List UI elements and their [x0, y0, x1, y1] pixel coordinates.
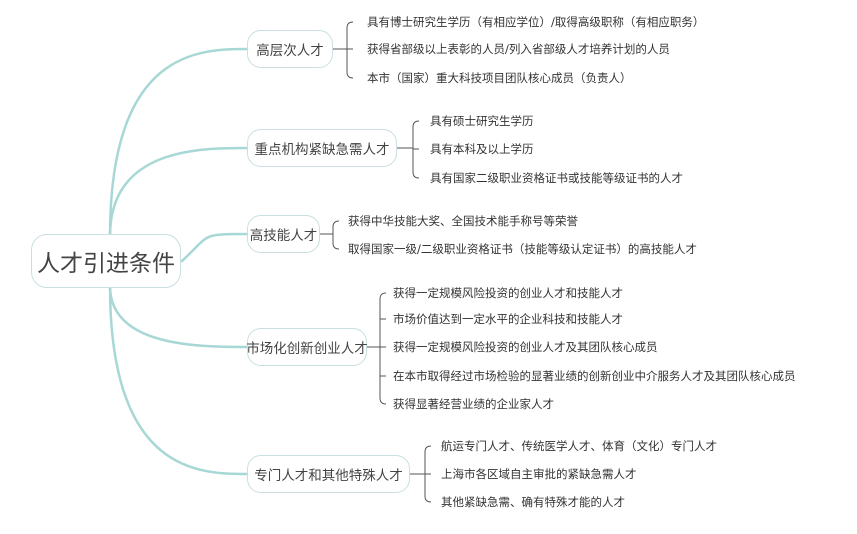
branch-node[interactable]: 高技能人才 — [247, 215, 320, 253]
leaf-item: 获得显著经营业绩的企业家人才 — [393, 397, 554, 411]
root-connector — [180, 232, 249, 263]
leaf-item: 其他紧缺急需、确有特殊才能的人才 — [441, 495, 625, 509]
leaf-item: 市场价值达到一定水平的企业科技和技能人才 — [393, 312, 623, 326]
leaf-item: 航运专门人才、传统医学人才、体育（文化）专门人才 — [441, 439, 717, 453]
leaf-item: 具有硕士研究生学历 — [430, 114, 534, 128]
root-node[interactable]: 人才引进条件 — [31, 234, 181, 288]
leaf-item: 具有本科及以上学历 — [430, 142, 534, 156]
brace — [379, 292, 387, 405]
leaf-item: 上海市各区域自主审批的紧缺急需人才 — [441, 467, 637, 481]
root-connector — [108, 285, 249, 349]
root-connector — [108, 285, 249, 476]
leaf-item: 具有博士研究生学历（有相应学位）/取得高级职称（有相应职务） — [367, 15, 705, 29]
root-connector — [108, 146, 249, 237]
branch-node[interactable]: 重点机构紧缺急需人才 — [247, 129, 397, 167]
leaf-item: 在本市取得经过市场检验的显著业绩的创新创业中介服务人才及其团队核心成员 — [393, 369, 796, 383]
branch-node[interactable]: 市场化创新创业人才 — [246, 328, 368, 366]
leaf-item: 获得省部级以上表彰的人员/列入省部级人才培养计划的人员 — [367, 42, 670, 56]
leaf-item: 取得国家一级/二级职业资格证书（技能等级认定证书）的高技能人才 — [348, 242, 697, 256]
leaf-item: 获得中华技能大奖、全国技术能手称号等荣誉 — [348, 214, 578, 228]
branch-node[interactable]: 高层次人才 — [247, 30, 333, 68]
root-connector — [108, 47, 249, 237]
leaf-item: 获得一定规模风险投资的创业人才和技能人才 — [393, 286, 623, 300]
brace — [332, 220, 340, 250]
leaf-item: 具有国家二级职业资格证书或技能等级证书的人才 — [430, 171, 683, 185]
brace — [346, 21, 354, 79]
leaf-item: 获得一定规模风险投资的创业人才及其团队核心成员 — [393, 340, 658, 354]
leaf-item: 本市（国家）重大科技项目团队核心成员（负责人） — [367, 71, 632, 85]
branch-node[interactable]: 专门人才和其他特殊人才 — [247, 455, 410, 493]
